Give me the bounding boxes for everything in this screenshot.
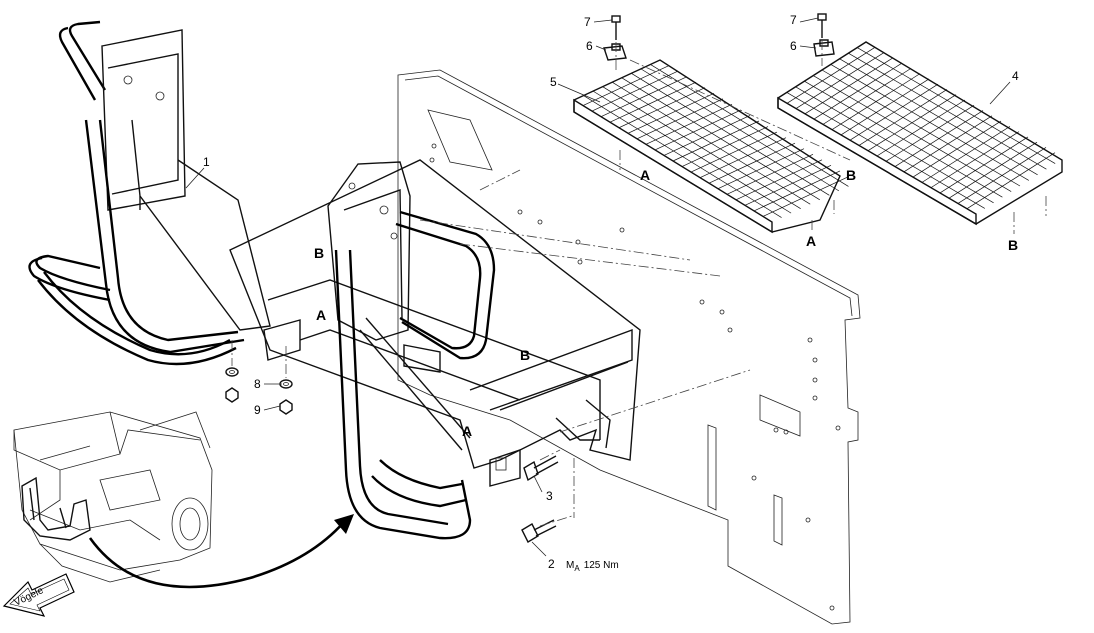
callout-6a: 6 [586, 39, 593, 53]
marker-b-bracket: B [314, 245, 324, 261]
grating-bar [591, 70, 679, 112]
grating-5 [573, 59, 850, 234]
grating-bar [618, 87, 706, 129]
callout-1: 1 [203, 155, 210, 169]
grating-bar [813, 75, 1012, 192]
grating-bar [663, 115, 751, 156]
callout-4: 4 [1012, 69, 1019, 83]
grating-bar [744, 165, 832, 206]
nut-9a [225, 387, 239, 403]
callout-5: 5 [550, 75, 557, 89]
grating-bar [717, 148, 805, 190]
grating-bar [735, 159, 823, 201]
grating-bar [762, 176, 850, 217]
grating-bar [612, 81, 811, 205]
marker-a-bracket: A [316, 307, 326, 323]
marker-b-grating5: B [846, 167, 856, 183]
callout-9: 9 [254, 403, 261, 417]
vogele-arrow-logo [2, 573, 75, 617]
bolt-7a [611, 15, 621, 40]
grating-bar [609, 81, 697, 123]
callout-3: 3 [546, 489, 553, 503]
callout-7b: 7 [790, 13, 797, 27]
grating-bar [650, 64, 849, 187]
bolt-2 [521, 519, 557, 543]
grating-bar [636, 98, 724, 140]
assembly-lines [231, 40, 1047, 527]
marker-b-grating4: B [1008, 237, 1018, 253]
grating-bar [681, 126, 769, 167]
step-frame-1 [28, 20, 271, 366]
clamp-6a [603, 43, 627, 61]
bracket-body [229, 159, 641, 487]
leader-lines [185, 17, 1011, 557]
grating-bar [654, 109, 742, 151]
grating-bar [839, 58, 1038, 176]
bolt-7b [817, 13, 827, 38]
grating-bar [582, 65, 670, 106]
callout-2: 2 [548, 557, 555, 571]
clamp-6b [813, 39, 835, 57]
nut-9b [279, 399, 293, 415]
washer-8a [225, 367, 239, 377]
callout-8: 8 [254, 377, 261, 391]
callout-6b: 6 [790, 39, 797, 53]
grating-bar [627, 92, 715, 134]
grating-bar [753, 170, 841, 212]
marker-a-frame: A [462, 423, 472, 439]
grating-bar [848, 52, 1047, 170]
grating-bar [621, 77, 820, 201]
marker-a-grating5-front: A [806, 233, 816, 249]
curved-arrow [88, 514, 354, 589]
grating-bar [726, 153, 814, 195]
grating-bar [602, 86, 801, 209]
marker-b-frame: B [520, 347, 530, 363]
grating-bar [672, 120, 760, 162]
grating-bar [804, 80, 1003, 198]
grating-bar [857, 47, 1056, 164]
grating-bar [640, 68, 840, 192]
marker-a-grating5: A [640, 167, 650, 183]
grating-bar [690, 131, 778, 173]
grating-bar [645, 104, 733, 145]
grating-bar [821, 69, 1021, 187]
handrail [327, 161, 496, 540]
grating-bar [699, 137, 787, 178]
grating-bar [786, 92, 985, 209]
grating-4 [777, 41, 1063, 226]
bolt-3 [523, 455, 559, 482]
callout-7a: 7 [584, 15, 591, 29]
mounting-plate [397, 69, 861, 625]
grating-bar [583, 95, 782, 218]
grating-bar [795, 86, 994, 204]
grating-bar [708, 142, 796, 184]
paver-machine-sketch [13, 411, 213, 583]
grating-bar [631, 73, 830, 196]
grating-bar [830, 64, 1029, 181]
grating-bar [600, 76, 688, 117]
grating-bar [592, 90, 792, 214]
